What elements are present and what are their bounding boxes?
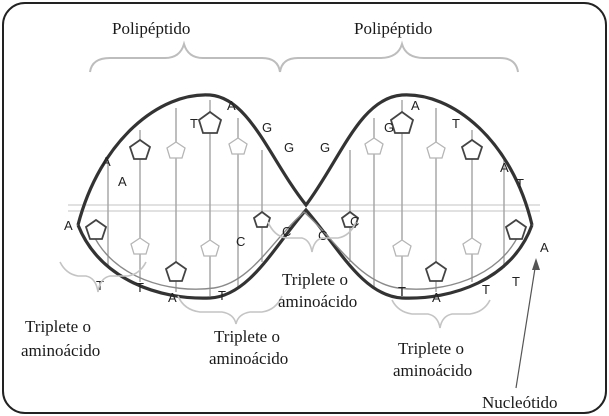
base-left-1: A: [102, 154, 111, 169]
label-triplete-center-l1: Triplete o: [282, 270, 348, 289]
base-center-bottom-2: C: [282, 224, 291, 239]
label-triplete-left-l1: Triplete o: [25, 317, 91, 336]
nucleotide-pentagons: [84, 110, 528, 282]
strand-inner: [91, 211, 521, 290]
base-top-right-3: T: [452, 116, 460, 131]
base-left-2: A: [118, 174, 127, 189]
base-bottom-left-4: T: [218, 288, 226, 303]
base-bottom-right-4: T: [512, 274, 520, 289]
base-right-2: T: [516, 176, 524, 191]
brace-triplete-right: [391, 299, 491, 329]
base-top-left-2: A: [227, 98, 236, 113]
base-top-right-1: G: [384, 120, 394, 135]
base-center-bottom-3: C: [318, 228, 327, 243]
label-polipeptido-left: Polipéptido: [112, 19, 190, 38]
base-top-left-1: T: [190, 116, 198, 131]
base-center-top-1: G: [284, 140, 294, 155]
label-triplete-midleft-l1: Triplete o: [214, 327, 280, 346]
nucleotido-pointer-head: [532, 258, 540, 270]
brace-polipeptido-left: [89, 40, 281, 73]
strand-complement: [76, 207, 534, 300]
faint-pentagons: [130, 137, 482, 257]
label-triplete-left-l2: aminoácido: [21, 341, 100, 360]
label-nucleotido: Nucleótido: [482, 393, 558, 412]
base-bottom-left-3: A: [168, 290, 177, 305]
base-center-bottom-1: C: [236, 234, 245, 249]
base-center-bottom-4: C: [350, 214, 359, 229]
base-top-right-2: A: [411, 98, 420, 113]
brace-triplete-midleft: [177, 295, 283, 325]
label-triplete-right-l1: Triplete o: [398, 339, 464, 358]
base-bottom-right-1: T: [398, 284, 406, 299]
base-top-left-3: G: [262, 120, 272, 135]
base-left-3: A: [64, 218, 73, 233]
label-polipeptido-right: Polipéptido: [354, 19, 432, 38]
label-triplete-midleft-l2: aminoácido: [209, 349, 288, 368]
label-triplete-center-l2: aminoácido: [278, 292, 357, 311]
base-center-top-2: G: [320, 140, 330, 155]
base-bottom-right-3: T: [482, 282, 490, 297]
brace-polipeptido-right: [279, 40, 519, 73]
nucleotido-pointer-line: [515, 261, 537, 389]
brace-triplete-left: [59, 261, 147, 293]
strand-main: [76, 93, 534, 226]
base-bottom-right-2: A: [432, 290, 441, 305]
base-right-1: A: [500, 160, 509, 175]
label-triplete-right-l2: aminoácido: [393, 361, 472, 380]
base-bottom-left-2: T: [136, 280, 144, 295]
base-right-3: A: [540, 240, 549, 255]
brace-triplete-center: [267, 221, 357, 253]
